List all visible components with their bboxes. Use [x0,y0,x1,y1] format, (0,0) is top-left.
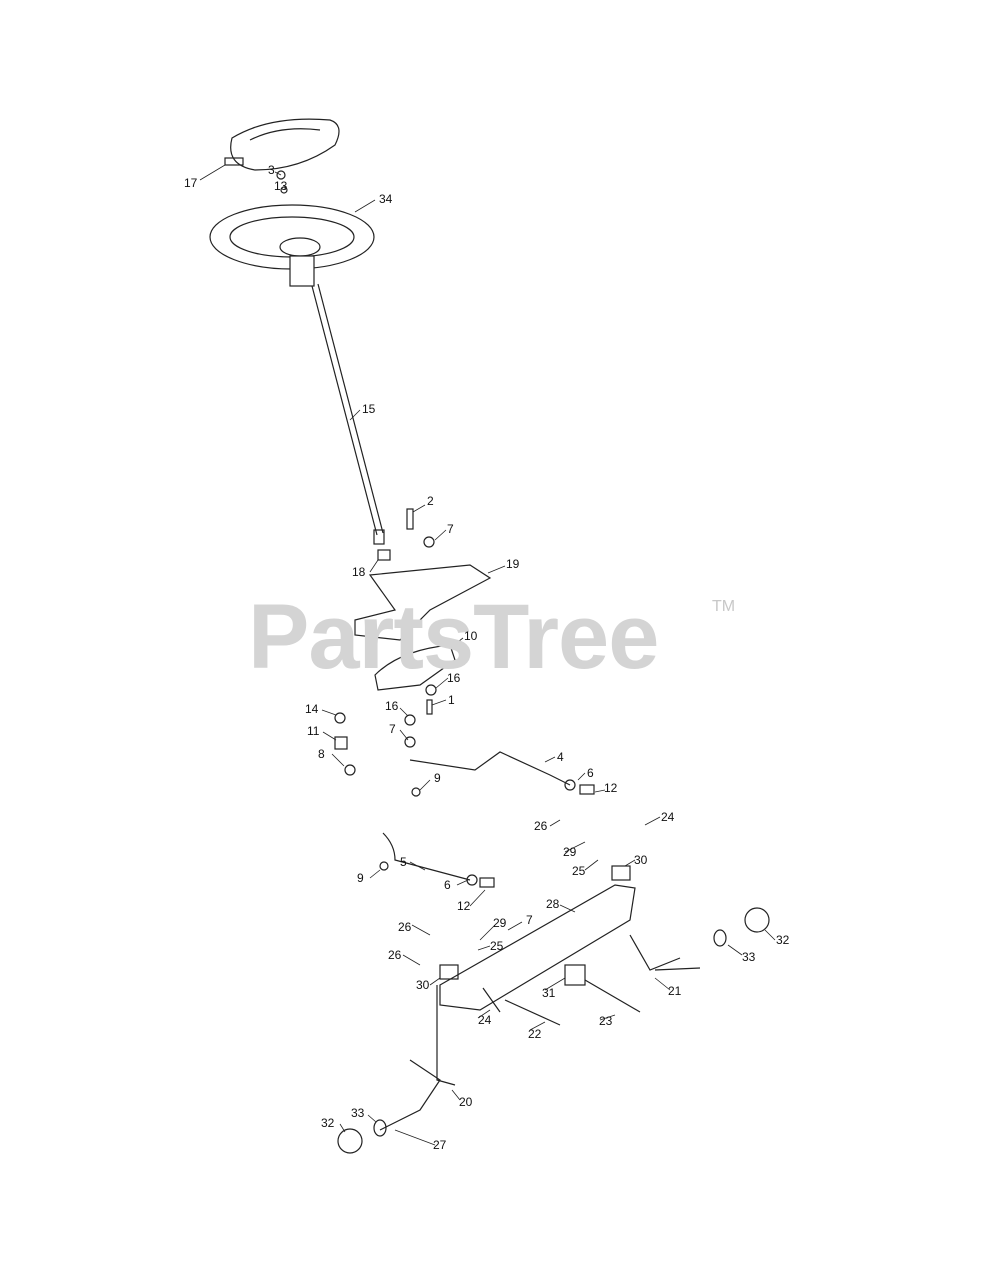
callout-15: 15 [362,402,376,416]
callout-30: 30 [634,853,648,867]
callout-7b: 7 [389,722,396,736]
drag-link [409,751,571,786]
callout-20: 20 [459,1095,473,1109]
callout-3: 3 [268,163,275,177]
callout-18: 18 [352,565,366,579]
callout-4: 4 [557,750,564,764]
wheel-cap [337,1128,363,1154]
steering-gear [374,644,456,691]
callout-12: 12 [604,781,618,795]
watermark: PartsTree [248,586,659,688]
callout-10: 10 [464,629,478,643]
bushing [377,549,391,561]
callout-14: 14 [305,702,319,716]
watermark-trademark: TM [712,598,736,615]
callout-9: 9 [434,771,441,785]
callout-13: 13 [274,179,288,193]
wheel-cap [744,907,770,933]
steering-bracket [354,564,492,641]
pivot-bushing [564,964,586,986]
callout-26c: 26 [388,948,402,962]
callout-16b: 16 [385,699,399,713]
spindle-right [629,934,701,971]
callout-25: 25 [572,864,586,878]
callout-29: 29 [563,845,577,859]
callout-26b: 26 [398,920,412,934]
callout-25b: 25 [490,939,504,953]
callout-17: 17 [184,176,198,190]
bolt [276,170,286,180]
callout-32b: 32 [321,1116,335,1130]
callout-2: 2 [427,494,434,508]
bolt [406,508,414,530]
callout-21: 21 [668,984,682,998]
callout-11: 11 [307,724,320,738]
callout-23: 23 [599,1014,613,1028]
callout-7c: 7 [526,913,533,927]
callout-6b: 6 [444,878,451,892]
callout-33b: 33 [351,1106,365,1120]
callout-31: 31 [542,986,556,1000]
callout-7: 7 [447,522,454,536]
callout-26: 26 [534,819,548,833]
callout-24: 24 [661,810,675,824]
callout-28: 28 [546,897,560,911]
callout-9b: 9 [357,871,364,885]
callout-34: 34 [379,192,393,206]
front-axle [439,884,636,1011]
callout-12b: 12 [457,899,471,913]
callout-19: 19 [506,557,520,571]
callout-29b: 29 [493,916,507,930]
cap-tab [224,157,244,166]
callout-24b: 24 [478,1013,492,1027]
callout-5: 5 [400,855,407,869]
callout-6: 6 [587,766,594,780]
spindle-left [379,985,456,1131]
callout-30b: 30 [416,978,430,992]
callout-22: 22 [528,1027,542,1041]
callout-8: 8 [318,747,325,761]
drag-link-2 [382,832,471,881]
callout-1: 1 [448,693,455,707]
callout-16: 16 [447,671,461,685]
callout-33: 33 [742,950,756,964]
steering-shaft [311,283,384,536]
steering-cap [230,118,340,171]
callout-32: 32 [776,933,790,947]
callout-27: 27 [433,1138,447,1152]
